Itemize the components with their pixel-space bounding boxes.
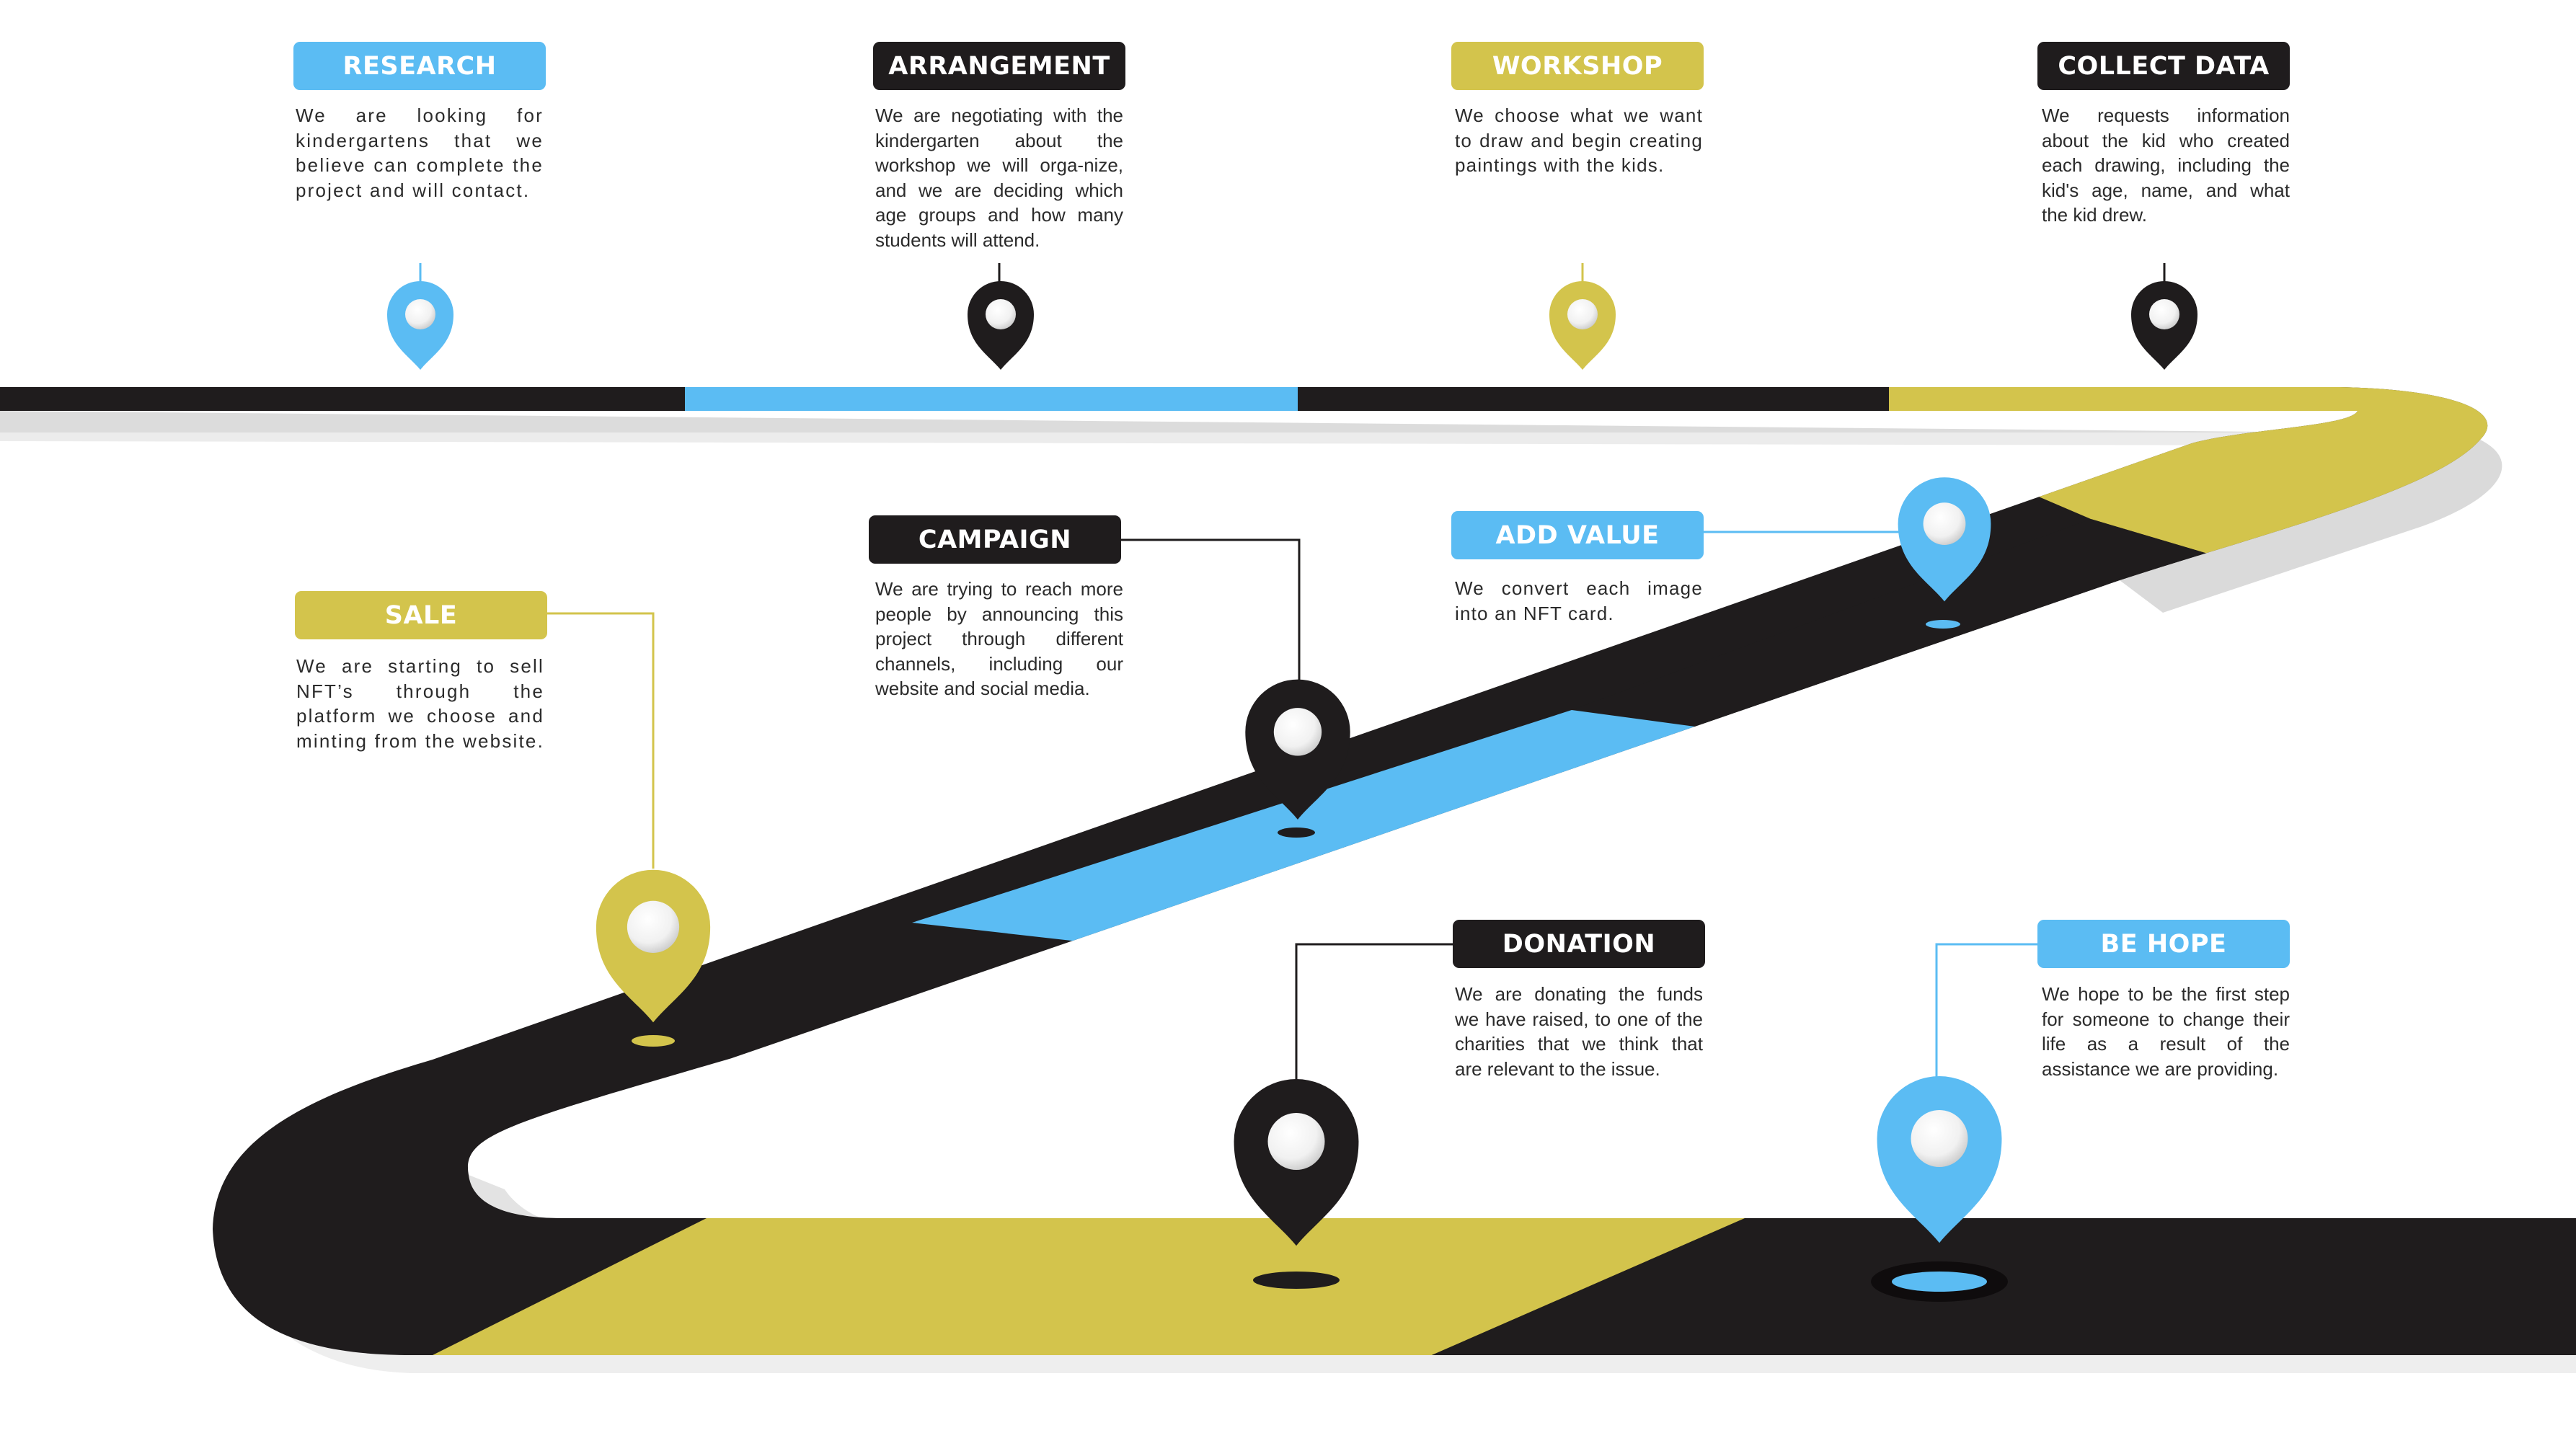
- milestone-description: We choose what we want to draw and begin…: [1455, 105, 1703, 176]
- pin-ground-markers: [632, 620, 2008, 1302]
- road-segment-dark-diag: [1572, 519, 2285, 735]
- road-shadow: [0, 411, 2576, 1373]
- milestone-title: ADD VALUE: [1451, 511, 1704, 559]
- milestone-description: We convert each image into an NFT card.: [1455, 577, 1703, 624]
- road-segment-yellow-bottom: [404, 1218, 1745, 1355]
- milestone-description: We are trying to reach more people by an…: [875, 578, 1123, 699]
- milestone-title: COLLECT DATA: [2037, 42, 2290, 90]
- milestone-title: ARRANGEMENT: [873, 42, 1125, 90]
- milestone-description: We are donating the funds we have raised…: [1455, 983, 1703, 1080]
- milestone-title: RESEARCH: [293, 42, 546, 90]
- map-pin-icon: [968, 281, 1034, 370]
- milestone-description: We requests information about the kid wh…: [2042, 105, 2290, 226]
- road-segment-blue-top: [685, 387, 1298, 432]
- map-pin-icon: [1877, 1076, 2002, 1243]
- milestone-title: CAMPAIGN: [869, 515, 1121, 564]
- milestone-description: We hope to be the first step for someone…: [2042, 983, 2290, 1080]
- milestone-title: WORKSHOP: [1451, 42, 1704, 90]
- road-segment-blue-diag: [912, 710, 1759, 944]
- map-pin-icon: [387, 281, 453, 370]
- milestone-description: We are starting to sell NFT’s through th…: [296, 655, 545, 752]
- milestone-description: We are looking for kindergartens that we…: [296, 105, 544, 201]
- map-pin-icon: [596, 869, 711, 1023]
- map-pin-icon: [1549, 281, 1616, 370]
- milestone-description: We are negotiating with the kindergarten…: [875, 105, 1123, 251]
- map-pin-icon: [1234, 1079, 1359, 1246]
- map-pin-icon: [2131, 281, 2197, 370]
- milestone-title: BE HOPE: [2037, 920, 2290, 968]
- map-pins: [387, 281, 2197, 1246]
- milestone-title: DONATION: [1453, 920, 1705, 968]
- milestone-title: SALE: [295, 591, 547, 639]
- map-pin-icon: [1898, 477, 1991, 602]
- map-pin-icon: [1245, 679, 1350, 820]
